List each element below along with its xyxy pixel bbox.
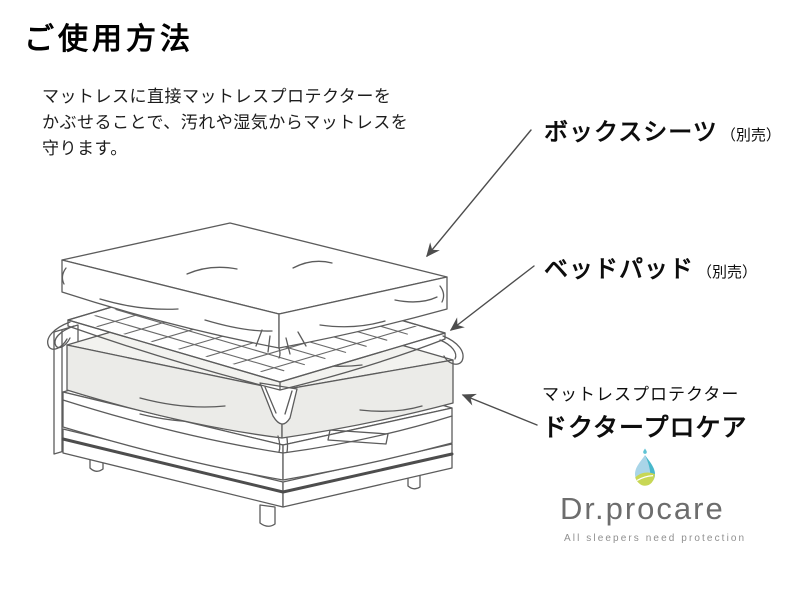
label-box-sheet-note: （別売） <box>720 127 781 144</box>
description-line-3: 守ります。 <box>42 139 128 158</box>
logo-tagline-text: All sleepers need protection <box>564 533 747 544</box>
box-sheet-layer <box>61 222 448 359</box>
label-bed-pad-note: （別売） <box>697 264 758 281</box>
description-text: マットレスに直接マットレスプロテクターを かぶせることで、汚れや湿気からマットレ… <box>42 84 408 162</box>
page-title: ご使用方法 <box>24 23 194 56</box>
label-box-sheet-text: ボックスシーツ <box>544 119 718 146</box>
logo-brand-text: Dr.procare <box>560 491 725 526</box>
pad-strap-right <box>442 335 464 365</box>
bed-leg-front <box>259 504 276 527</box>
label-bed-pad-text: ベッドパッド <box>544 256 694 283</box>
label-protector-category: マットレスプロテクター <box>542 385 740 404</box>
pad-strap-left-inner <box>54 325 75 349</box>
dr-procare-logo: Dr.procare All sleepers need protection <box>560 448 780 544</box>
arrow-to-protector <box>461 393 538 426</box>
callout-arrows <box>426 129 538 426</box>
label-mattress-protector: マットレスプロテクター ドクタープロケア <box>542 380 748 444</box>
protector-corner-pocket <box>259 382 298 425</box>
base-label-patch <box>327 429 389 445</box>
label-protector-product-name: ドクタープロケア <box>542 414 748 442</box>
pad-strap-left-outer <box>47 321 71 350</box>
arrow-to-box-sheet <box>426 129 532 258</box>
description-line-1: マットレスに直接マットレスプロテクターを <box>42 87 392 106</box>
water-drop-leaf-icon <box>635 448 655 486</box>
description-line-2: かぶせることで、汚れや湿気からマットレスを <box>42 113 409 132</box>
label-box-sheet: ボックスシーツ （別売） <box>544 112 781 147</box>
arrow-to-bed-pad <box>449 265 535 331</box>
label-bed-pad: ベッドパッド （別売） <box>544 249 757 284</box>
